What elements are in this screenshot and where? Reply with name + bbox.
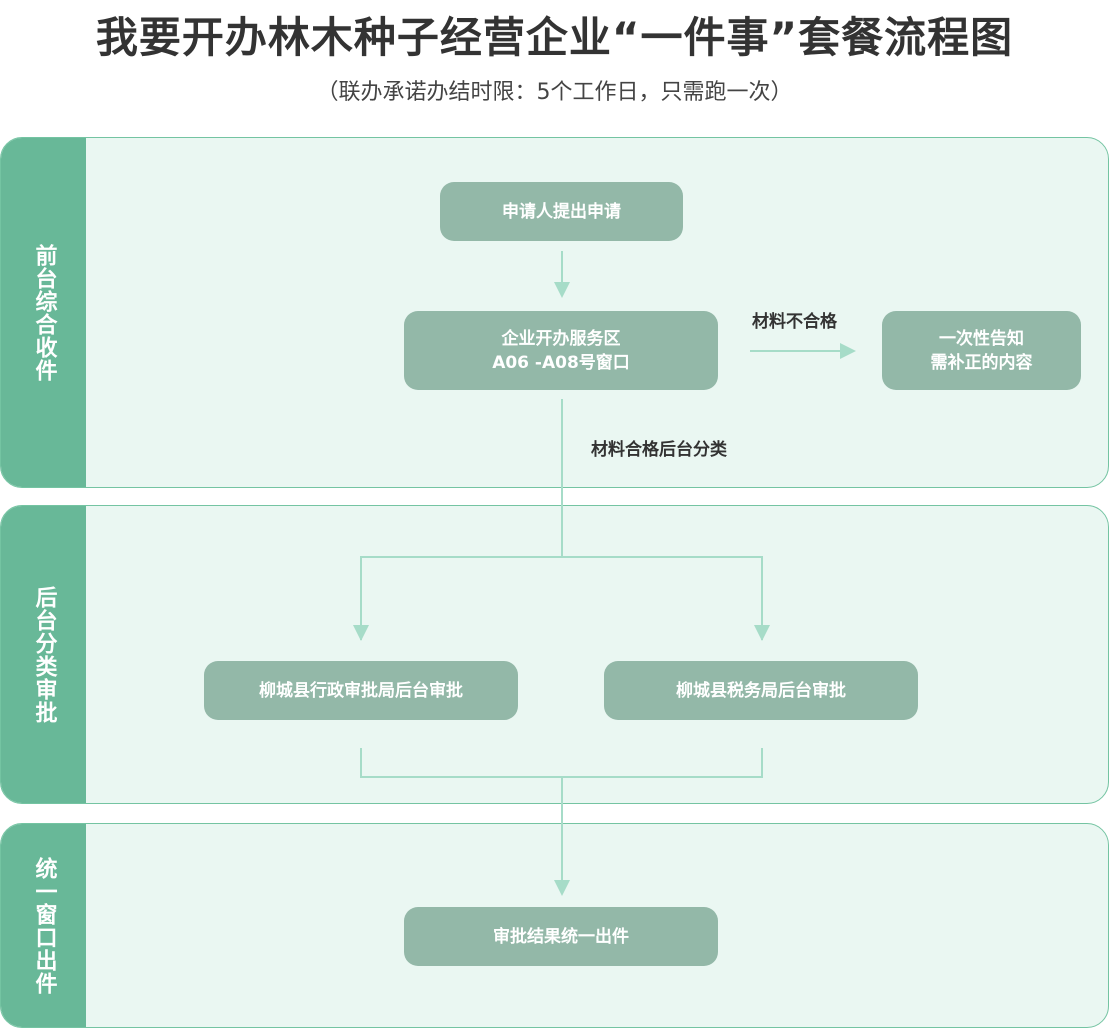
edge-merge — [360, 748, 763, 778]
node-window: 企业开办服务区 A06 -A08号窗口 — [404, 311, 718, 390]
node-text: 申请人提出申请 — [502, 201, 621, 222]
node-text: 柳城县税务局后台审批 — [676, 680, 846, 701]
node-text: 一次性告知 — [939, 328, 1024, 349]
page-title: 我要开办林木种子经营企业“一件事”套餐流程图 — [95, 13, 1014, 62]
edge-label-pass: 材料合格后台分类 — [591, 440, 727, 460]
lane-label: 后台分类审批 — [1, 506, 86, 803]
lane-label-text: 后台分类审批 — [31, 585, 57, 724]
lane-label-text: 统一窗口出件 — [31, 856, 57, 995]
node-notify: 一次性告知需补正的内容 — [882, 311, 1081, 390]
lane-back-office: 后台分类审批 — [0, 505, 1109, 804]
node-text: 柳城县行政审批局后台审批 — [259, 680, 463, 701]
node-text: 企业开办服务区 — [501, 328, 621, 349]
node-text: 需补正的内容 — [930, 352, 1033, 373]
node-text: 审批结果统一出件 — [493, 926, 629, 947]
page-subtitle: （联办承诺办结时限：5个工作日，只需跑一次） — [316, 80, 793, 105]
lane-label: 统一窗口出件 — [1, 824, 86, 1027]
node-admin-approval: 柳城县行政审批局后台审批 — [204, 661, 518, 720]
node-apply: 申请人提出申请 — [440, 182, 683, 241]
edge-split — [360, 556, 763, 640]
node-text: A06 -A08号窗口 — [492, 352, 630, 373]
lane-label-text: 前台综合收件 — [31, 243, 57, 382]
lane-label: 前台综合收件 — [1, 138, 86, 487]
node-tax-approval: 柳城县税务局后台审批 — [604, 661, 918, 720]
edge-label-fail: 材料不合格 — [752, 312, 837, 332]
node-result: 审批结果统一出件 — [404, 907, 718, 966]
